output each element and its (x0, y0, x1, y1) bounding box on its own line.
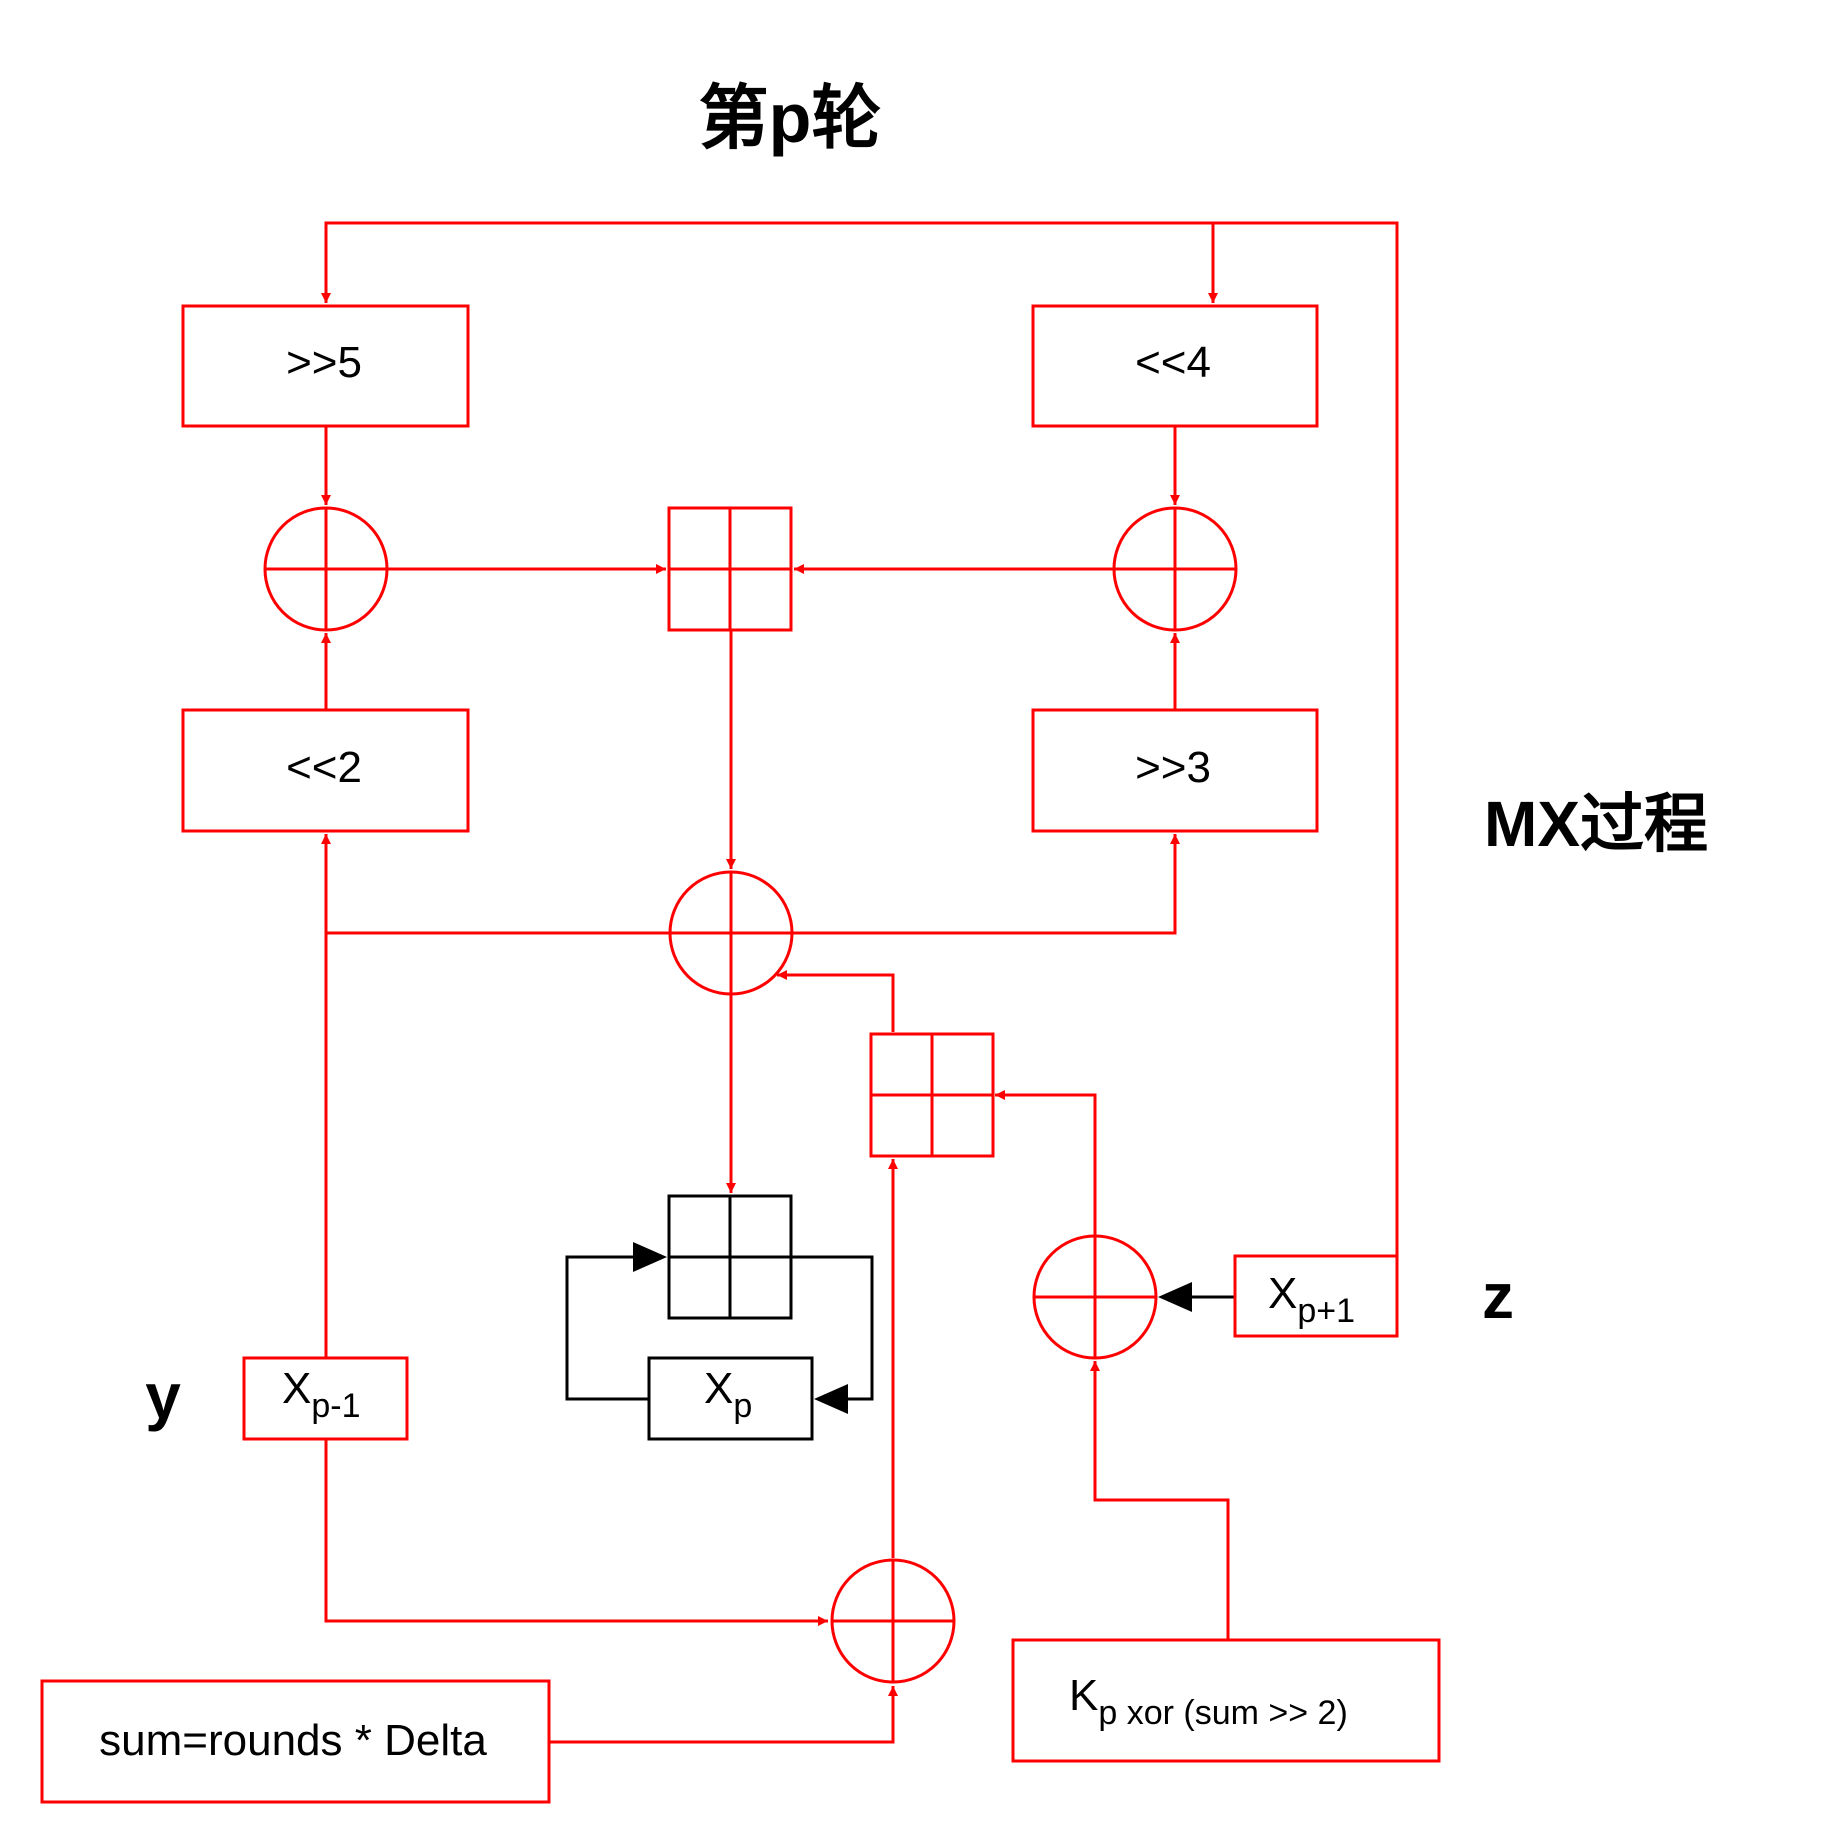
add-bottom-icon (667, 1194, 793, 1320)
shift-right-3-box (1031, 708, 1319, 833)
shapes (40, 304, 1441, 1804)
x-next-to-xor-right (1158, 1282, 1234, 1312)
y-label: y (145, 1360, 181, 1432)
sum-to-xor-bottom (549, 1686, 898, 1744)
x-p-to-add-bottom (565, 1242, 667, 1401)
add-right-to-xor-center (777, 970, 895, 1032)
xor-top-right-icon (1112, 506, 1238, 632)
add-bottom-to-x-p (791, 1255, 874, 1414)
xor-right-to-add-right (995, 1090, 1097, 1235)
z-label: z (1482, 1260, 1514, 1332)
xor-right-icon (1032, 1234, 1158, 1360)
key-box (1011, 1638, 1441, 1763)
x-prev-to-xor-bottom (324, 1440, 828, 1626)
sum-box (40, 1679, 551, 1804)
top-loop-to-shift-right-5 (321, 221, 1399, 1296)
branch-to-shift-right-3 (326, 834, 1180, 935)
connectors (321, 221, 1399, 1744)
x-p-box (647, 1356, 814, 1441)
x-p-label: Xp (704, 1364, 752, 1425)
shift-left-2-box (181, 708, 470, 833)
add-top-icon (667, 506, 793, 632)
add-right-icon (869, 1032, 995, 1158)
x-prev-box (242, 1356, 409, 1441)
x-prev-label: Xp-1 (282, 1364, 361, 1425)
shift-right-5-box (181, 304, 470, 428)
key-label: Kp xor (sum >> 2) (1069, 1671, 1348, 1732)
x-next-box (1233, 1254, 1399, 1338)
shift-right-5-label: >>5 (286, 338, 362, 387)
xor-bottom-icon (830, 1558, 956, 1684)
mx-process-label: MX过程 (1484, 788, 1708, 860)
xor-top-left-icon (263, 506, 389, 632)
sum-label: sum=rounds * Delta (99, 1716, 487, 1765)
round-title: 第p轮 (699, 79, 882, 157)
shift-left-4-box (1031, 304, 1319, 428)
shift-left-2-label: <<2 (286, 743, 362, 792)
x-next-label: Xp+1 (1268, 1269, 1355, 1330)
shift-left-4-label: <<4 (1135, 338, 1211, 387)
shift-right-3-label: >>3 (1135, 743, 1211, 792)
key-to-xor-right (1090, 1361, 1230, 1639)
xor-center-icon (668, 870, 794, 996)
